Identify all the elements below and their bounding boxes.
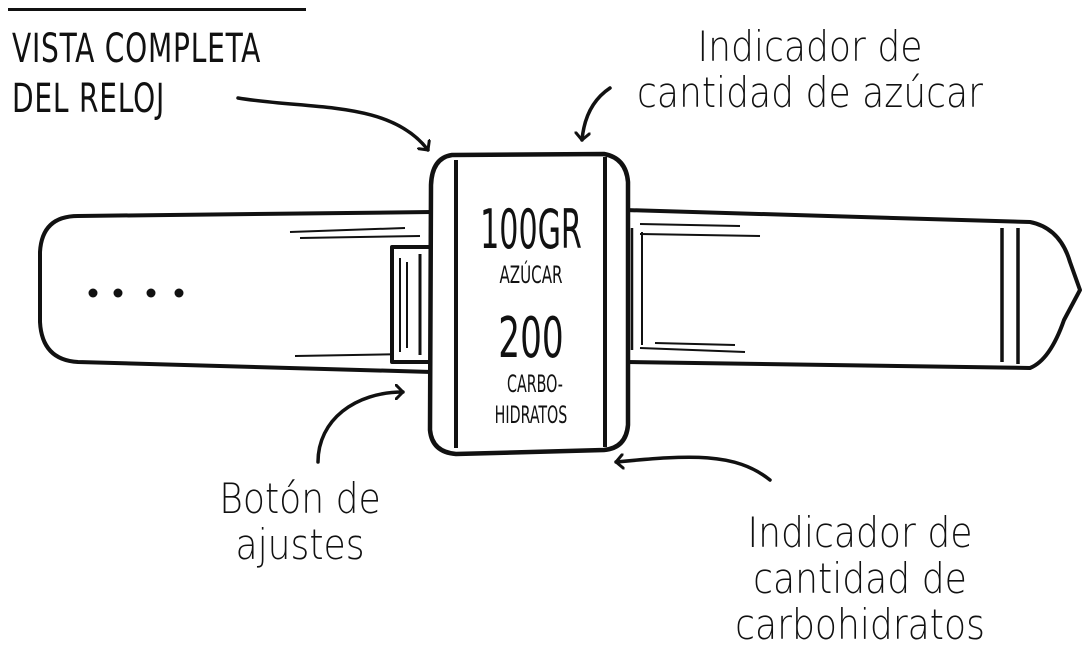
carbs-indicator-arrow	[614, 457, 772, 482]
sugar-indicator-label-line-1: Indicador de	[697, 22, 923, 71]
settings-button-label-line-2: ajustes	[235, 520, 365, 569]
annotation-arrows	[236, 86, 772, 482]
watch-body	[427, 151, 631, 457]
carbs-indicator-label-line-3: carbohidratos	[735, 600, 985, 649]
settings-button[interactable]	[390, 245, 432, 364]
diagram-title: VISTA COMPLETA DEL RELOJ	[12, 24, 262, 124]
sugar-label: AZÚCAR	[499, 260, 562, 289]
carbs-indicator-label-line-1: Indicador de	[747, 508, 973, 557]
title-underline	[8, 8, 306, 11]
carbs-indicator-label-line-2: cantidad de	[753, 554, 967, 603]
carbs-label-line-1: CARBO-	[507, 370, 563, 398]
strap-hole	[174, 288, 184, 298]
settings-button-label-line-1: Botón de	[219, 474, 381, 523]
right-strap	[624, 208, 1082, 370]
watch-screen: 100GR AZÚCAR 200 CARBO- HIDRATOS	[480, 198, 582, 429]
strap-hole	[88, 288, 98, 298]
title-line-1: VISTA COMPLETA	[12, 26, 262, 72]
sugar-indicator-label: Indicador de cantidad de azúcar	[621, 24, 999, 116]
title-line-2: DEL RELOJ	[12, 76, 166, 122]
settings-button-label: Botón de ajustes	[171, 476, 429, 568]
left-strap	[38, 210, 433, 374]
sugar-indicator-label-line-2: cantidad de azúcar	[636, 68, 984, 117]
settings-button-arrow	[316, 392, 405, 464]
strap-holes	[88, 288, 184, 298]
title-arrow	[236, 96, 428, 152]
sugar-indicator-arrow	[582, 86, 612, 142]
carbs-indicator-label: Indicador de cantidad de carbohidratos	[688, 510, 1032, 648]
strap-hole	[146, 288, 156, 298]
carbs-value: 200	[498, 307, 563, 371]
strap-hole	[113, 288, 123, 298]
carbs-label-line-2: HIDRATOS	[495, 401, 568, 429]
sugar-value: 100GR	[480, 198, 582, 262]
